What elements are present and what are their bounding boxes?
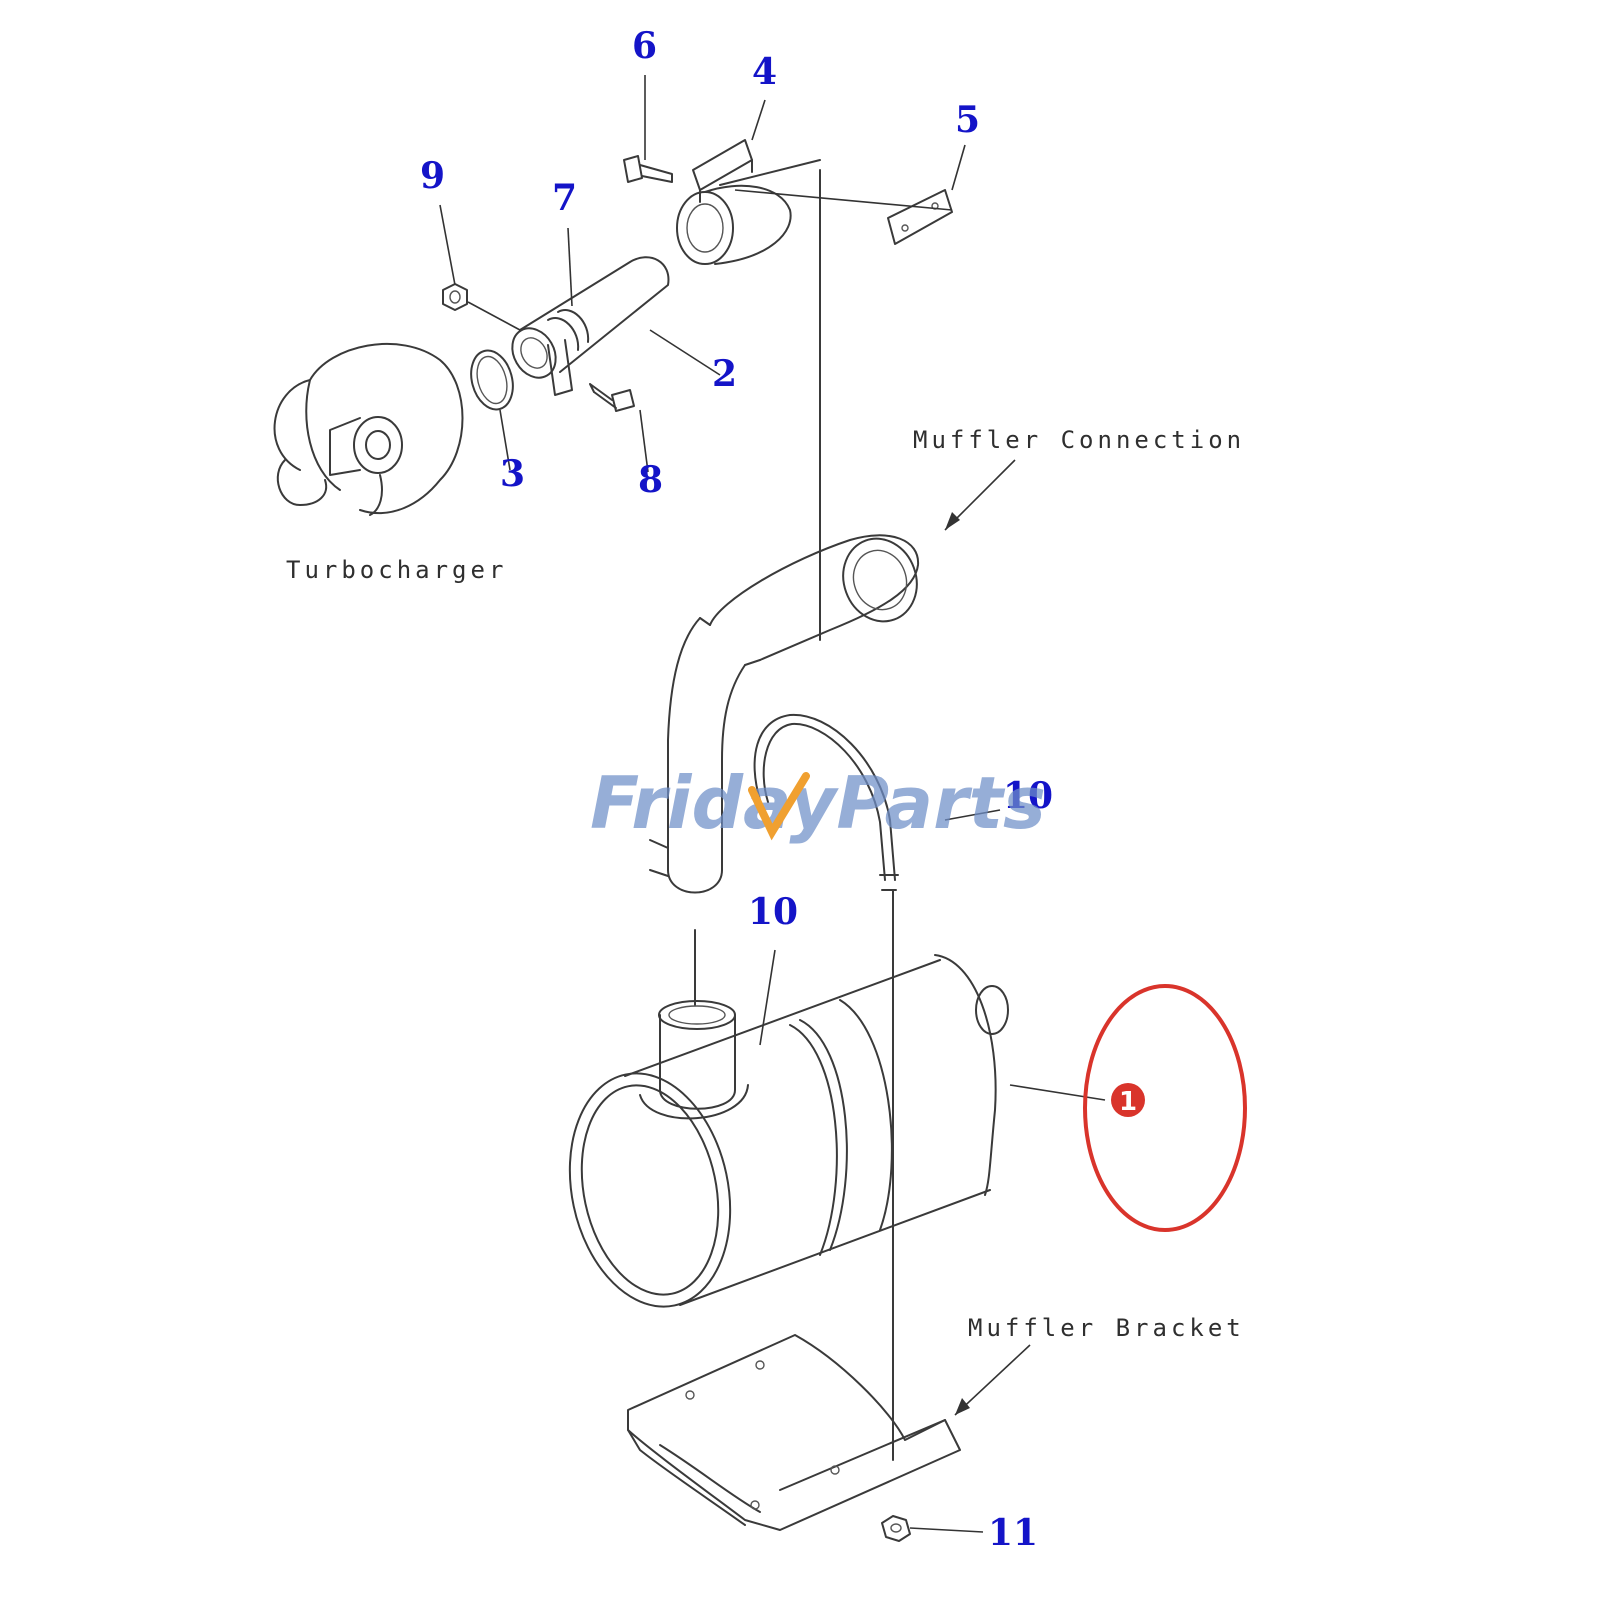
part-8-bolt (589, 383, 635, 412)
callout-6: 6 (632, 25, 657, 67)
callout-numbers: 6 4 5 9 7 2 3 8 10 10 11 (420, 25, 1053, 1554)
label-turbocharger: Turbocharger (286, 556, 507, 584)
callout-3: 3 (500, 453, 525, 495)
part-1-badge-icon (1111, 1083, 1145, 1117)
arrowheads (945, 512, 970, 1415)
watermark-check-icon (748, 772, 810, 841)
leader-lines (439, 75, 1106, 1533)
part-11-nut (881, 1515, 911, 1542)
part-6-bolt (623, 155, 673, 183)
part-9-nut (442, 283, 468, 311)
callout-11: 11 (988, 1512, 1038, 1554)
callout-7: 7 (552, 177, 577, 219)
muffler-connection-pipe (649, 159, 920, 1006)
part-3-snap-ring (470, 349, 514, 411)
part-2-pipe (511, 256, 670, 396)
callout-8: 8 (638, 459, 663, 501)
watermark-logo: FridayParts (590, 761, 1046, 845)
callout-2: 2 (712, 353, 737, 395)
watermark-parts: Parts (836, 761, 1046, 845)
part-10-tube (753, 713, 899, 1461)
part-5-plate (887, 189, 953, 245)
muffler-bracket-drawing (627, 1334, 961, 1531)
highlight-ellipse (1083, 984, 1247, 1232)
callout-4: 4 (752, 51, 777, 93)
callout-1: 1 (1119, 1087, 1137, 1117)
turbocharger-drawing (273, 342, 464, 516)
label-muffler-bracket: Muffler Bracket (968, 1314, 1245, 1342)
part-4-clamp (676, 139, 792, 265)
watermark-friday: Friday (590, 761, 839, 845)
part-1-muffler (568, 954, 1009, 1308)
label-muffler-connection: Muffler Connection (913, 426, 1245, 454)
callout-5: 5 (955, 99, 980, 141)
callout-9: 9 (420, 155, 445, 197)
callout-10-upper: 10 (1003, 775, 1053, 817)
callout-10-lower: 10 (748, 891, 798, 933)
